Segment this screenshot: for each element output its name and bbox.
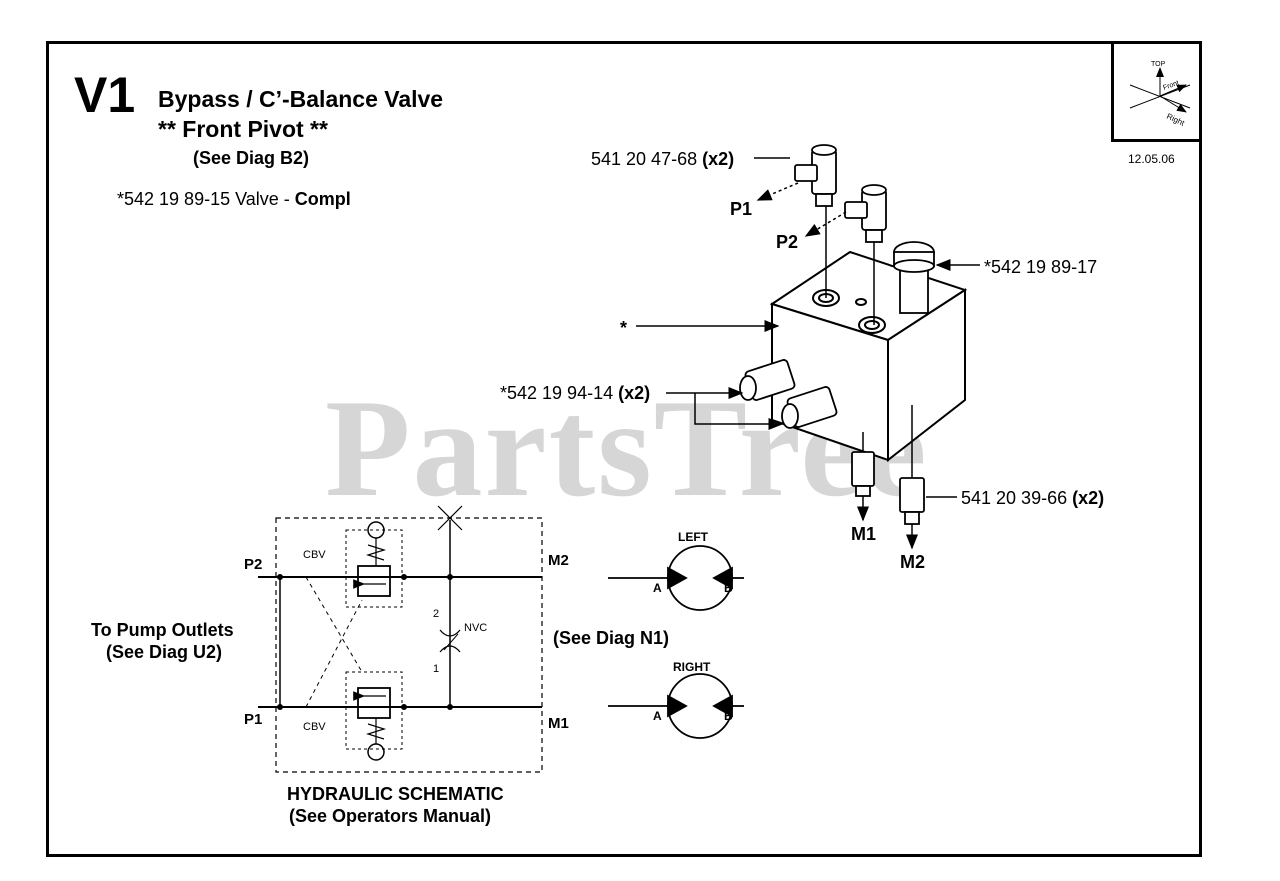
schematic-label-cbv-bottom: CBV bbox=[303, 721, 326, 733]
motor-left-port-a: A bbox=[653, 581, 662, 595]
port-label-m1: M1 bbox=[851, 524, 877, 544]
part-number-541-20-47-68[interactable]: 541 20 47-68 bbox=[591, 149, 703, 169]
orientation-box bbox=[1111, 43, 1200, 142]
valve-block-icon bbox=[769, 250, 968, 463]
valve-compl-part: *542 19 89-15 Valve - bbox=[117, 189, 295, 209]
straight-fitting-m1-icon bbox=[851, 451, 875, 497]
port-label-p2: P2 bbox=[776, 232, 799, 252]
diagram-code: V1 bbox=[74, 67, 136, 123]
right-motor-icon bbox=[608, 673, 744, 739]
see-diag-u2-link[interactable]: (See Diag U2) bbox=[106, 642, 223, 662]
part-number-541-20-39-66[interactable]: 541 20 39-66 bbox=[961, 488, 1073, 508]
callout-asterisk: * bbox=[620, 318, 628, 338]
valve-compl-bold: Compl bbox=[294, 189, 351, 209]
schematic-label-m1: M1 bbox=[548, 715, 569, 732]
hex-fitting-upper-icon bbox=[739, 359, 796, 401]
port-label-m2: M2 bbox=[900, 552, 926, 572]
schematic-label-m2: M2 bbox=[548, 552, 569, 569]
diagram-subtitle: ** Front Pivot ** bbox=[158, 116, 328, 142]
motor-left-port-b: B bbox=[724, 581, 733, 595]
hex-fitting-lower-icon bbox=[781, 386, 838, 429]
drawing-frame bbox=[46, 41, 1202, 857]
schematic-caption: HYDRAULIC SCHEMATIC bbox=[287, 784, 504, 804]
part-qty-542-19-94-14: (x2) bbox=[618, 383, 651, 403]
motor-right-port-a: A bbox=[653, 709, 662, 723]
motor-left-label: LEFT bbox=[678, 530, 708, 544]
part-number-542-19-94-14[interactable]: *542 19 94-14 bbox=[500, 383, 619, 403]
elbow-fitting-p2-icon bbox=[844, 184, 887, 243]
part-qty-541-20-47-68: (x2) bbox=[702, 149, 735, 169]
valve-compl-label: *542 19 89-15 Valve - Compl bbox=[117, 189, 351, 210]
schematic-label-1: 1 bbox=[433, 663, 440, 675]
schematic-junction-dots bbox=[277, 574, 453, 710]
callout-542-19-94-14: *542 19 94-14 (x2) bbox=[500, 383, 650, 404]
hydraulic-schematic bbox=[258, 505, 543, 773]
cap-valve-icon bbox=[893, 241, 935, 314]
schematic-label-p2: P2 bbox=[244, 556, 263, 573]
see-operators-manual-label: (See Operators Manual) bbox=[289, 806, 492, 826]
motor-right-label: RIGHT bbox=[673, 660, 711, 674]
revision-date: 12.05.06 bbox=[1128, 152, 1175, 166]
see-diag-n1-link[interactable]: (See Diag N1) bbox=[553, 628, 670, 648]
orientation-top-label: TOP bbox=[1151, 61, 1166, 68]
schematic-label-nvc: NVC bbox=[464, 622, 488, 634]
callout-541-20-47-68: 541 20 47-68 (x2) bbox=[591, 149, 734, 170]
orientation-right-label: Right bbox=[1165, 112, 1186, 128]
elbow-fitting-p1-icon bbox=[794, 144, 837, 207]
schematic-label-2: 2 bbox=[433, 608, 440, 620]
orientation-axes-icon bbox=[1129, 67, 1191, 113]
left-motor-icon bbox=[608, 545, 744, 611]
port-label-p1: P1 bbox=[730, 199, 753, 219]
schematic-label-p1: P1 bbox=[244, 711, 263, 728]
pump-outlets-label: To Pump Outlets bbox=[91, 620, 234, 640]
diagram-title: Bypass / C’-Balance Valve bbox=[158, 86, 444, 112]
part-number-542-19-89-17[interactable]: *542 19 89-17 bbox=[984, 257, 1098, 277]
part-qty-541-20-39-66: (x2) bbox=[1072, 488, 1105, 508]
see-diag-b2-link[interactable]: (See Diag B2) bbox=[193, 148, 310, 168]
callout-541-20-39-66: 541 20 39-66 (x2) bbox=[961, 488, 1104, 509]
motor-right-port-b: B bbox=[724, 709, 733, 723]
straight-fitting-m2-icon bbox=[899, 477, 925, 525]
schematic-label-cbv-top: CBV bbox=[303, 549, 326, 561]
